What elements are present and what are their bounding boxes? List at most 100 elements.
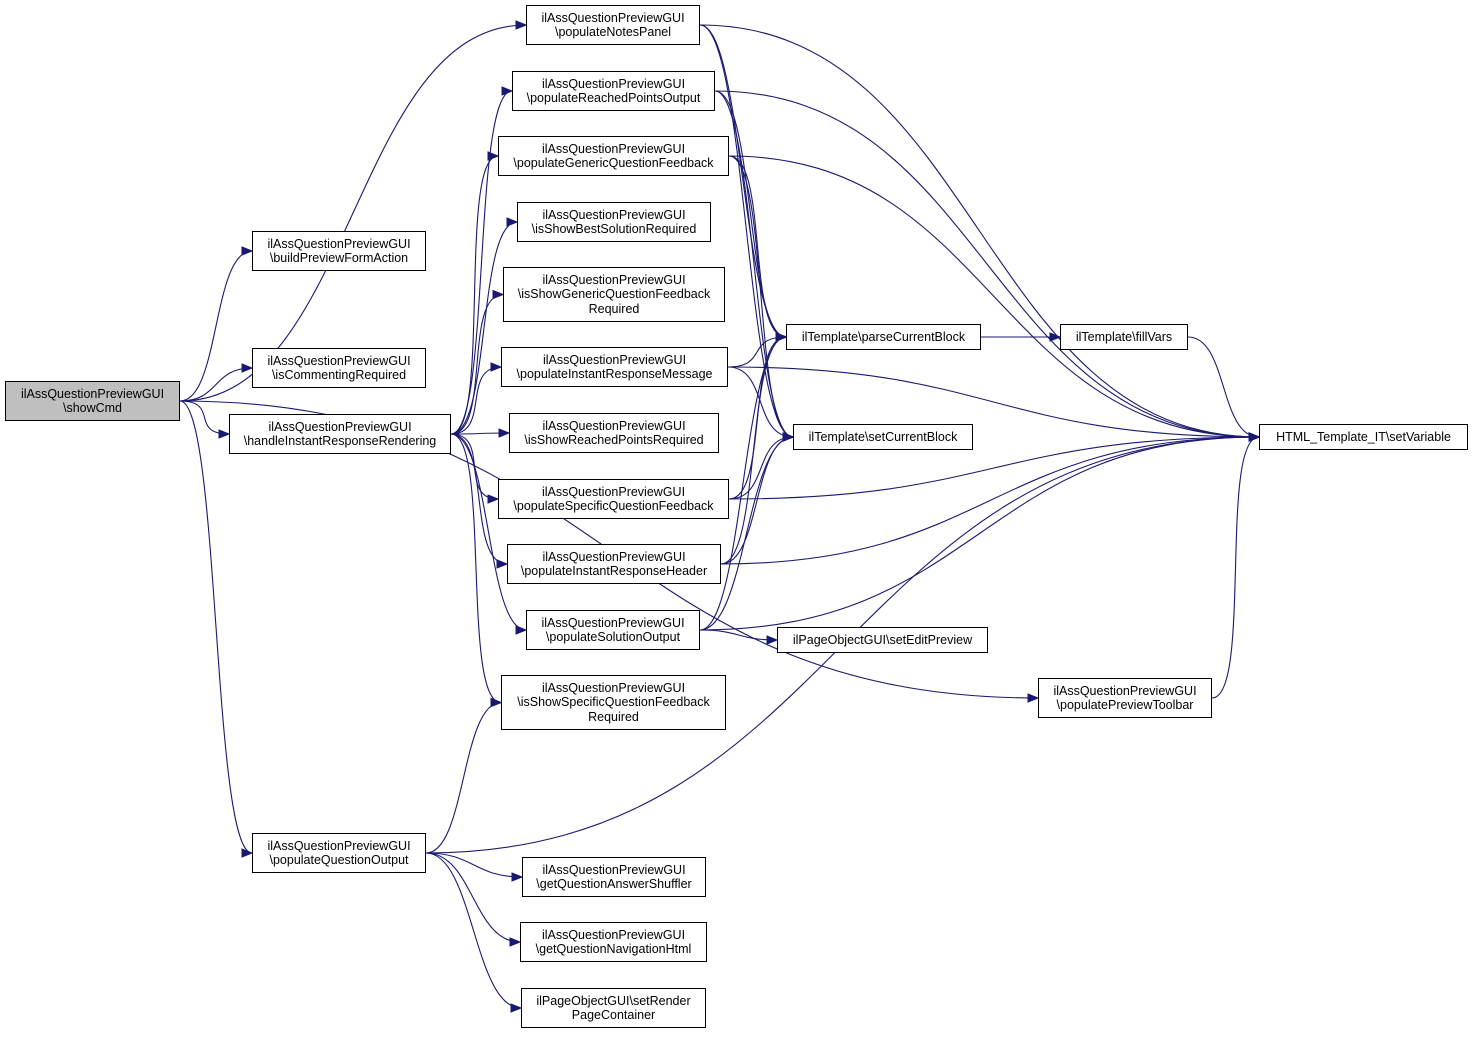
node-label-line: ilAssQuestionPreviewGUI	[541, 680, 686, 695]
edge-30	[728, 436, 1260, 500]
node-set-current-block[interactable]: ilTemplate\setCurrentBlock	[793, 424, 973, 450]
node-populate-generic-question-feedback[interactable]: ilAssQuestionPreviewGUI\populateGenericQ…	[498, 136, 729, 176]
node-build-preview-form-action[interactable]: ilAssQuestionPreviewGUI\buildPreviewForm…	[252, 231, 426, 271]
edge-27	[727, 366, 1260, 438]
node-label-line: ilAssQuestionPreviewGUI	[541, 927, 686, 942]
node-label-line: \buildPreviewFormAction	[269, 251, 409, 265]
node-label-line: ilAssQuestionPreviewGUI	[20, 386, 165, 401]
node-label-line: \handleInstantResponseRendering	[243, 434, 437, 448]
edge-21	[714, 90, 1260, 438]
node-parse-current-block[interactable]: ilTemplate\parseCurrentBlock	[786, 324, 981, 350]
node-label-line: \showCmd	[62, 401, 123, 415]
node-populate-reached-points-output[interactable]: ilAssQuestionPreviewGUI\populateReachedP…	[512, 71, 715, 111]
edge-13	[450, 433, 508, 565]
node-populate-notes-panel[interactable]: ilAssQuestionPreviewGUI\populateNotesPan…	[526, 5, 700, 45]
edge-arrowhead	[509, 937, 522, 947]
edge-39	[1187, 336, 1260, 438]
node-populate-specific-question-feedback[interactable]: ilAssQuestionPreviewGUI\populateSpecific…	[498, 479, 729, 519]
node-label-line: ilAssQuestionPreviewGUI	[267, 353, 411, 368]
node-handle-instant-response-rendering[interactable]: ilAssQuestionPreviewGUI\handleInstantRes…	[229, 414, 451, 454]
node-is-show-reached-points-required[interactable]: ilAssQuestionPreviewGUI\isShowReachedPoi…	[509, 413, 719, 453]
node-label-line: ilAssQuestionPreviewGUI	[542, 862, 686, 877]
node-populate-preview-toolbar[interactable]: ilAssQuestionPreviewGUI\populatePreviewT…	[1038, 678, 1212, 718]
edge-arrowhead	[1049, 332, 1062, 342]
node-label-line: ilTemplate\parseCurrentBlock	[801, 329, 966, 344]
edge-32	[720, 436, 794, 565]
node-label-line: ilAssQuestionPreviewGUI	[542, 272, 686, 287]
edge-arrowhead	[496, 559, 509, 569]
edge-arrowhead	[218, 429, 231, 439]
node-label-line: \populateGenericQuestionFeedback	[513, 156, 714, 170]
node-fill-vars[interactable]: ilTemplate\fillVars	[1060, 324, 1188, 350]
edge-0	[179, 250, 253, 402]
node-populate-question-output[interactable]: ilAssQuestionPreviewGUI\populateQuestion…	[252, 833, 426, 873]
node-is-show-best-solution-required[interactable]: ilAssQuestionPreviewGUI\isShowBestSoluti…	[517, 202, 711, 242]
node-label-line: \populateInstantResponseMessage	[516, 367, 713, 381]
node-label-line: PageContainer	[571, 1008, 656, 1022]
edge-arrowhead	[241, 363, 254, 373]
edge-19	[714, 90, 787, 338]
edge-11	[450, 432, 510, 435]
node-label-line: ilAssQuestionPreviewGUI	[541, 76, 686, 91]
node-is-show-specific-question-feedback-required[interactable]: ilAssQuestionPreviewGUI\isShowSpecificQu…	[501, 675, 726, 730]
edge-44	[425, 852, 521, 943]
edge-18	[699, 24, 1260, 438]
edge-arrowhead	[492, 289, 505, 300]
edge-14	[450, 433, 527, 631]
node-is-show-generic-question-feedback-required[interactable]: ilAssQuestionPreviewGUI\isShowGenericQue…	[503, 267, 725, 322]
edge-arrowhead	[515, 625, 528, 635]
edge-25	[727, 336, 787, 368]
edge-3	[179, 400, 230, 435]
node-label-line: \populateSolutionOutput	[545, 630, 681, 644]
node-label-line: \isShowBestSolutionRequired	[531, 222, 697, 236]
edge-arrowhead	[1248, 432, 1261, 442]
node-populate-solution-output[interactable]: ilAssQuestionPreviewGUI\populateSolution…	[526, 610, 700, 650]
node-populate-instant-response-message[interactable]: ilAssQuestionPreviewGUI\populateInstantR…	[501, 347, 728, 387]
node-set-variable[interactable]: HTML_Template_IT\setVariable	[1259, 424, 1468, 450]
node-is-commenting-required[interactable]: ilAssQuestionPreviewGUI\isCommentingRequ…	[252, 348, 426, 388]
node-set-edit-preview[interactable]: ilPageObjectGUI\setEditPreview	[777, 627, 988, 653]
edge-15	[450, 433, 502, 704]
node-label-line: \getQuestionNavigationHtml	[535, 942, 692, 956]
edge-arrowhead	[241, 848, 254, 858]
edge-20	[714, 90, 794, 438]
node-label-line: \populateReachedPointsOutput	[526, 91, 701, 105]
edge-arrowhead	[782, 432, 795, 442]
edge-37	[699, 629, 778, 641]
edge-40	[1211, 436, 1260, 699]
edge-arrowhead	[241, 246, 254, 256]
edge-31	[720, 336, 787, 565]
node-label-line: ilAssQuestionPreviewGUI	[268, 419, 412, 434]
edge-17	[699, 24, 794, 438]
edge-4	[179, 400, 253, 854]
edge-33	[720, 436, 1260, 565]
node-label-line: ilAssQuestionPreviewGUI	[542, 352, 687, 367]
node-get-question-answer-shuffler[interactable]: ilAssQuestionPreviewGUI\getQuestionAnswe…	[522, 857, 706, 897]
node-label-line: \populatePreviewToolbar	[1056, 698, 1194, 712]
edge-22	[728, 155, 787, 338]
node-label-line: \populateNotesPanel	[554, 25, 672, 39]
node-populate-instant-response-header[interactable]: ilAssQuestionPreviewGUI\populateInstantR…	[507, 544, 721, 584]
edge-arrowhead	[498, 428, 511, 438]
edge-29	[728, 436, 794, 500]
edge-1	[179, 24, 527, 402]
edge-arrowhead	[511, 872, 524, 882]
edge-arrowhead	[490, 362, 503, 372]
node-label-line: HTML_Template_IT\setVariable	[1276, 429, 1451, 444]
node-label-line: \isShowSpecificQuestionFeedback	[517, 695, 710, 710]
edge-arrowhead	[766, 635, 779, 645]
node-label-line: ilAssQuestionPreviewGUI	[542, 207, 686, 222]
node-label-line: \populateSpecificQuestionFeedback	[513, 499, 714, 513]
node-label-line: ilAssQuestionPreviewGUI	[542, 549, 686, 564]
edge-45	[425, 852, 522, 1009]
edge-arrowhead	[487, 494, 500, 504]
edge-7	[450, 155, 499, 435]
node-label-line: ilTemplate\setCurrentBlock	[808, 429, 958, 444]
node-label-line: ilTemplate\fillVars	[1075, 329, 1173, 344]
node-get-question-navigation-html[interactable]: ilAssQuestionPreviewGUI\getQuestionNavig…	[520, 922, 707, 962]
node-label-line: ilAssQuestionPreviewGUI	[267, 236, 411, 251]
node-label-line: ilAssQuestionPreviewGUI	[541, 10, 685, 25]
